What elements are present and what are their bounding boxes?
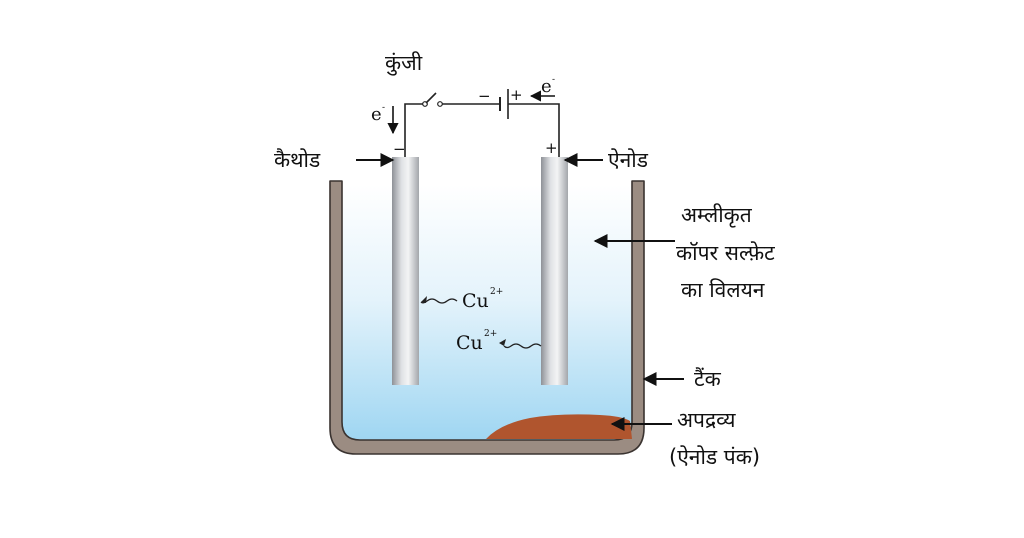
electron-right-symbol: e [541, 76, 552, 97]
cathode-label: कैथोड [274, 148, 321, 172]
impurity-label-line1: अपद्रव्य [677, 408, 736, 432]
cathode-rod [392, 157, 419, 385]
anode-label: ऐनोड [608, 148, 649, 172]
ion-anode-symbol: Cu [456, 332, 483, 354]
battery-minus: − [478, 87, 491, 105]
tank [329, 180, 645, 455]
key-lever [425, 92, 437, 104]
solution-label-line3: का विलयन [681, 278, 765, 302]
wire-right [508, 103, 560, 157]
ion-path-anode [503, 343, 542, 349]
ion-cathode-charge: 2+ [490, 287, 503, 297]
electron-right-charge: - [552, 75, 555, 85]
electron-left-symbol: e [371, 104, 382, 125]
ion-arrowhead-anode [499, 339, 506, 346]
impurity-label-line2: (ऐनोड पंक) [669, 445, 760, 469]
battery-plus: + [510, 86, 523, 104]
ion-anode-charge: 2+ [484, 329, 497, 339]
anode-mud [486, 414, 632, 439]
wire-left [404, 103, 424, 157]
ion-arrowhead-cathode [421, 296, 427, 303]
anode-rod [541, 157, 568, 385]
copper-sulphate-solution [342, 185, 632, 440]
solution-label-line1: अम्लीकृत [681, 203, 753, 228]
key-label: कुंजी [385, 51, 423, 76]
anode-plus-sign: + [545, 139, 558, 157]
ion-cathode-symbol: Cu [462, 290, 489, 312]
electron-left-charge: - [382, 103, 385, 113]
tank-label: टैंक [694, 367, 722, 391]
cathode-minus-sign: − [393, 140, 406, 158]
key-contact-right [437, 101, 443, 107]
solution-label-line2: कॉपर सल्फ़ेट [676, 241, 775, 265]
